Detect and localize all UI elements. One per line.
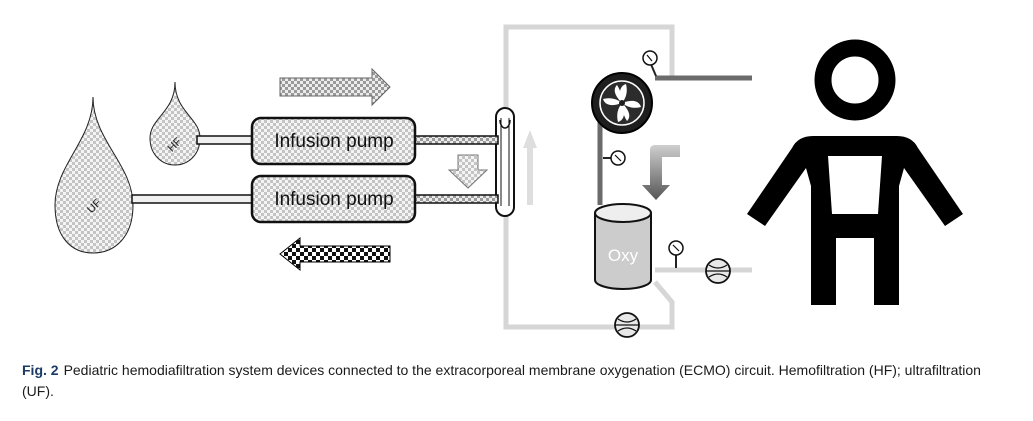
flow-sensor-icon <box>614 312 640 338</box>
uf-drop: UF <box>54 96 134 254</box>
flow-turn-arrow <box>642 145 680 200</box>
pressure-gauge-icon <box>603 150 626 166</box>
caption-text: Pediatric hemodiafiltration system devic… <box>22 362 981 399</box>
oxygenator-label: Oxy <box>608 246 639 265</box>
child-figure-icon <box>747 39 963 305</box>
left-arrow <box>279 236 391 272</box>
infusion-pump-bottom-label: Infusion pump <box>274 189 393 210</box>
infusion-pump-top: Infusion pump <box>250 116 417 166</box>
oxygenator: Oxy <box>594 203 652 290</box>
figure-label: Fig. 2 <box>22 362 59 378</box>
hemodiafiltration-diagram: HF UF Infusion pump Infusion pump <box>54 24 963 338</box>
ecmo-circuit-dark <box>597 75 752 205</box>
circuit-connector <box>495 107 515 217</box>
up-arrow-light <box>523 130 537 205</box>
infusion-pump-bottom: Infusion pump <box>250 174 417 224</box>
flow-sensor-icon <box>705 258 731 284</box>
centrifugal-pump-icon <box>591 72 653 134</box>
ecmo-circuit-light <box>503 24 752 330</box>
pressure-gauge-icon <box>642 50 658 77</box>
infusion-pump-top-label: Infusion pump <box>274 131 393 152</box>
right-arrow <box>279 67 391 107</box>
down-arrow <box>447 154 489 189</box>
pressure-gauge-icon <box>668 240 684 268</box>
hf-drop: HF <box>149 81 201 166</box>
